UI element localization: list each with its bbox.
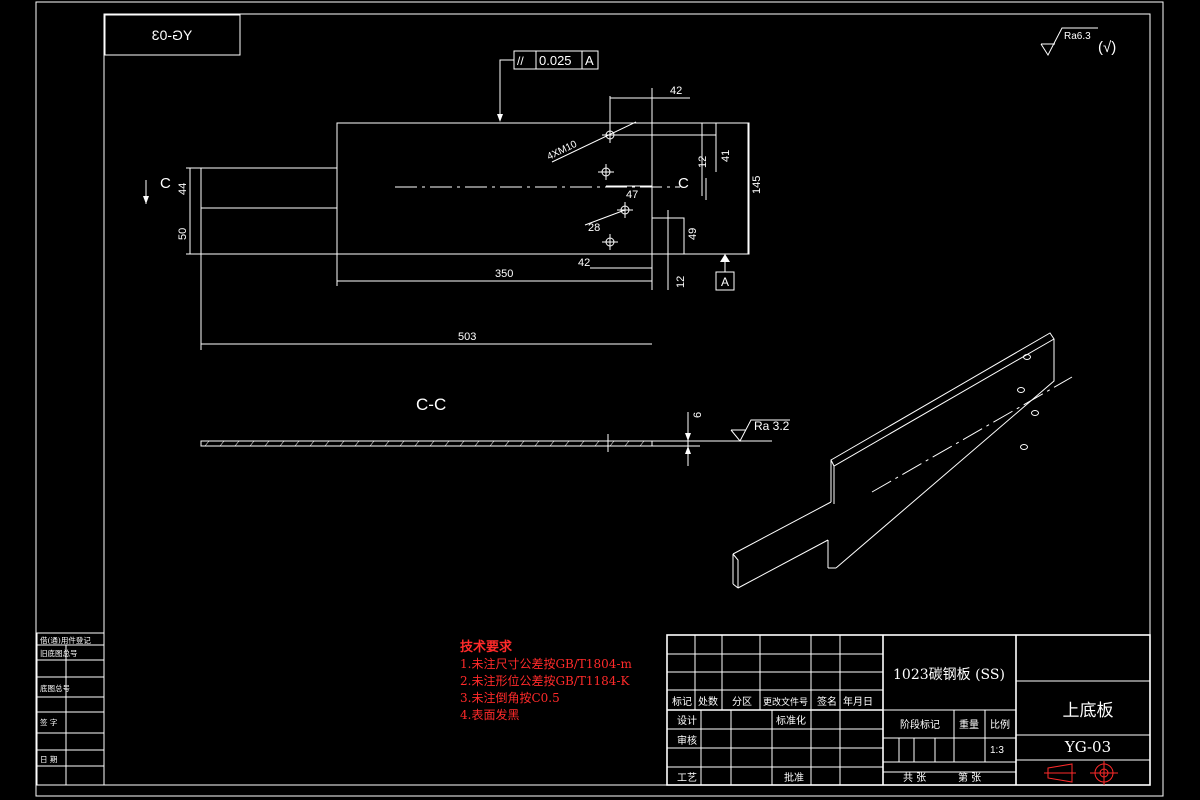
code-box [104,14,241,56]
section-title: C-C [416,395,446,414]
tb-check: 审核 [677,734,697,747]
tb-material: 1023碳钢板 (SS) [893,667,1005,683]
side-item-2: 底图总号 [40,683,70,693]
tb-drawing-no: YG-03 [1064,738,1111,756]
dim-12-bottom: 12 [675,276,687,288]
isometric-view [732,332,1073,589]
tb-stage-mark: 阶段标记 [900,718,940,731]
surface-finish-symbol [1040,27,1098,57]
dim-12-right: 12 [697,156,709,168]
tech-note-2: 2.未注形位公差按GB/T1184-K [460,673,630,688]
dim-28: 28 [588,222,600,234]
section-marker-right: C [678,175,689,192]
dim-41: 41 [720,150,732,162]
tech-note-3: 3.未注倒角按C0.5 [460,690,560,705]
tb-header-1: 处数 [698,695,718,708]
tb-scale-value: 1:3 [990,745,1004,756]
section-strip [200,440,653,447]
tb-header-0: 标记 [672,696,692,708]
hole-marks [598,127,633,250]
outer-border [35,1,1164,797]
dim-145: 145 [751,176,763,194]
surface-finish-ra: Ra6.3 [1064,31,1091,42]
title-block-grid [666,634,1151,786]
dim-50: 50 [177,228,189,240]
tb-process: 工艺 [677,772,697,784]
dim-42-top: 42 [670,85,682,97]
surface-finish-paren: (√) [1098,39,1116,56]
tb-weight: 重量 [959,718,979,731]
section-marker-left: C [160,175,171,192]
tech-note-1: 1.未注尺寸公差按GB/T1804-m [460,656,632,671]
tech-note-4: 4.表面发黑 [460,707,519,722]
hole-callout: 4XM10 [545,139,579,163]
dim-42-bottom: 42 [578,257,590,269]
tb-header-5: 年月日 [843,695,873,708]
section-thickness: 6 [692,412,704,418]
tolerance-frame [497,50,599,122]
tolerance-datum: A [585,53,594,68]
dim-47: 47 [626,189,638,201]
projection-symbol-icon [1044,761,1118,785]
tb-approve: 批准 [784,771,804,784]
dim-503: 503 [458,331,476,343]
tolerance-value: 0.025 [539,53,572,68]
tb-header-2: 分区 [732,696,752,708]
dim-350: 350 [495,268,513,280]
datum-label: A [721,275,729,289]
side-item-1: 旧底图总号 [40,648,78,658]
side-item-0: 借(通)用件登记 [40,635,91,645]
section-ra: Ra 3.2 [754,419,790,433]
dim-49: 49 [687,228,699,240]
side-item-3: 签 字 [40,717,57,727]
side-panel [36,632,105,786]
tb-sheet-no: 第 张 [958,771,981,784]
tb-ratio: 比例 [990,718,1010,731]
tolerance-symbol: // [517,54,524,68]
dim-44: 44 [177,183,189,195]
tb-design: 设计 [677,714,697,727]
inner-border [103,13,1151,786]
tb-standardize: 标准化 [776,714,806,727]
tb-header-4: 签名 [817,695,837,708]
code-box-text: YG-03 [152,27,193,43]
side-item-4: 日 期 [40,755,57,764]
tb-sheets-total: 共 张 [903,772,926,784]
tab-outline [200,167,338,255]
tb-part-name: 上底板 [1063,701,1114,721]
section-hatch [204,440,645,447]
tb-header-3: 更改文件号 [763,696,808,708]
tech-notes-heading: 技术要求 [460,639,513,655]
